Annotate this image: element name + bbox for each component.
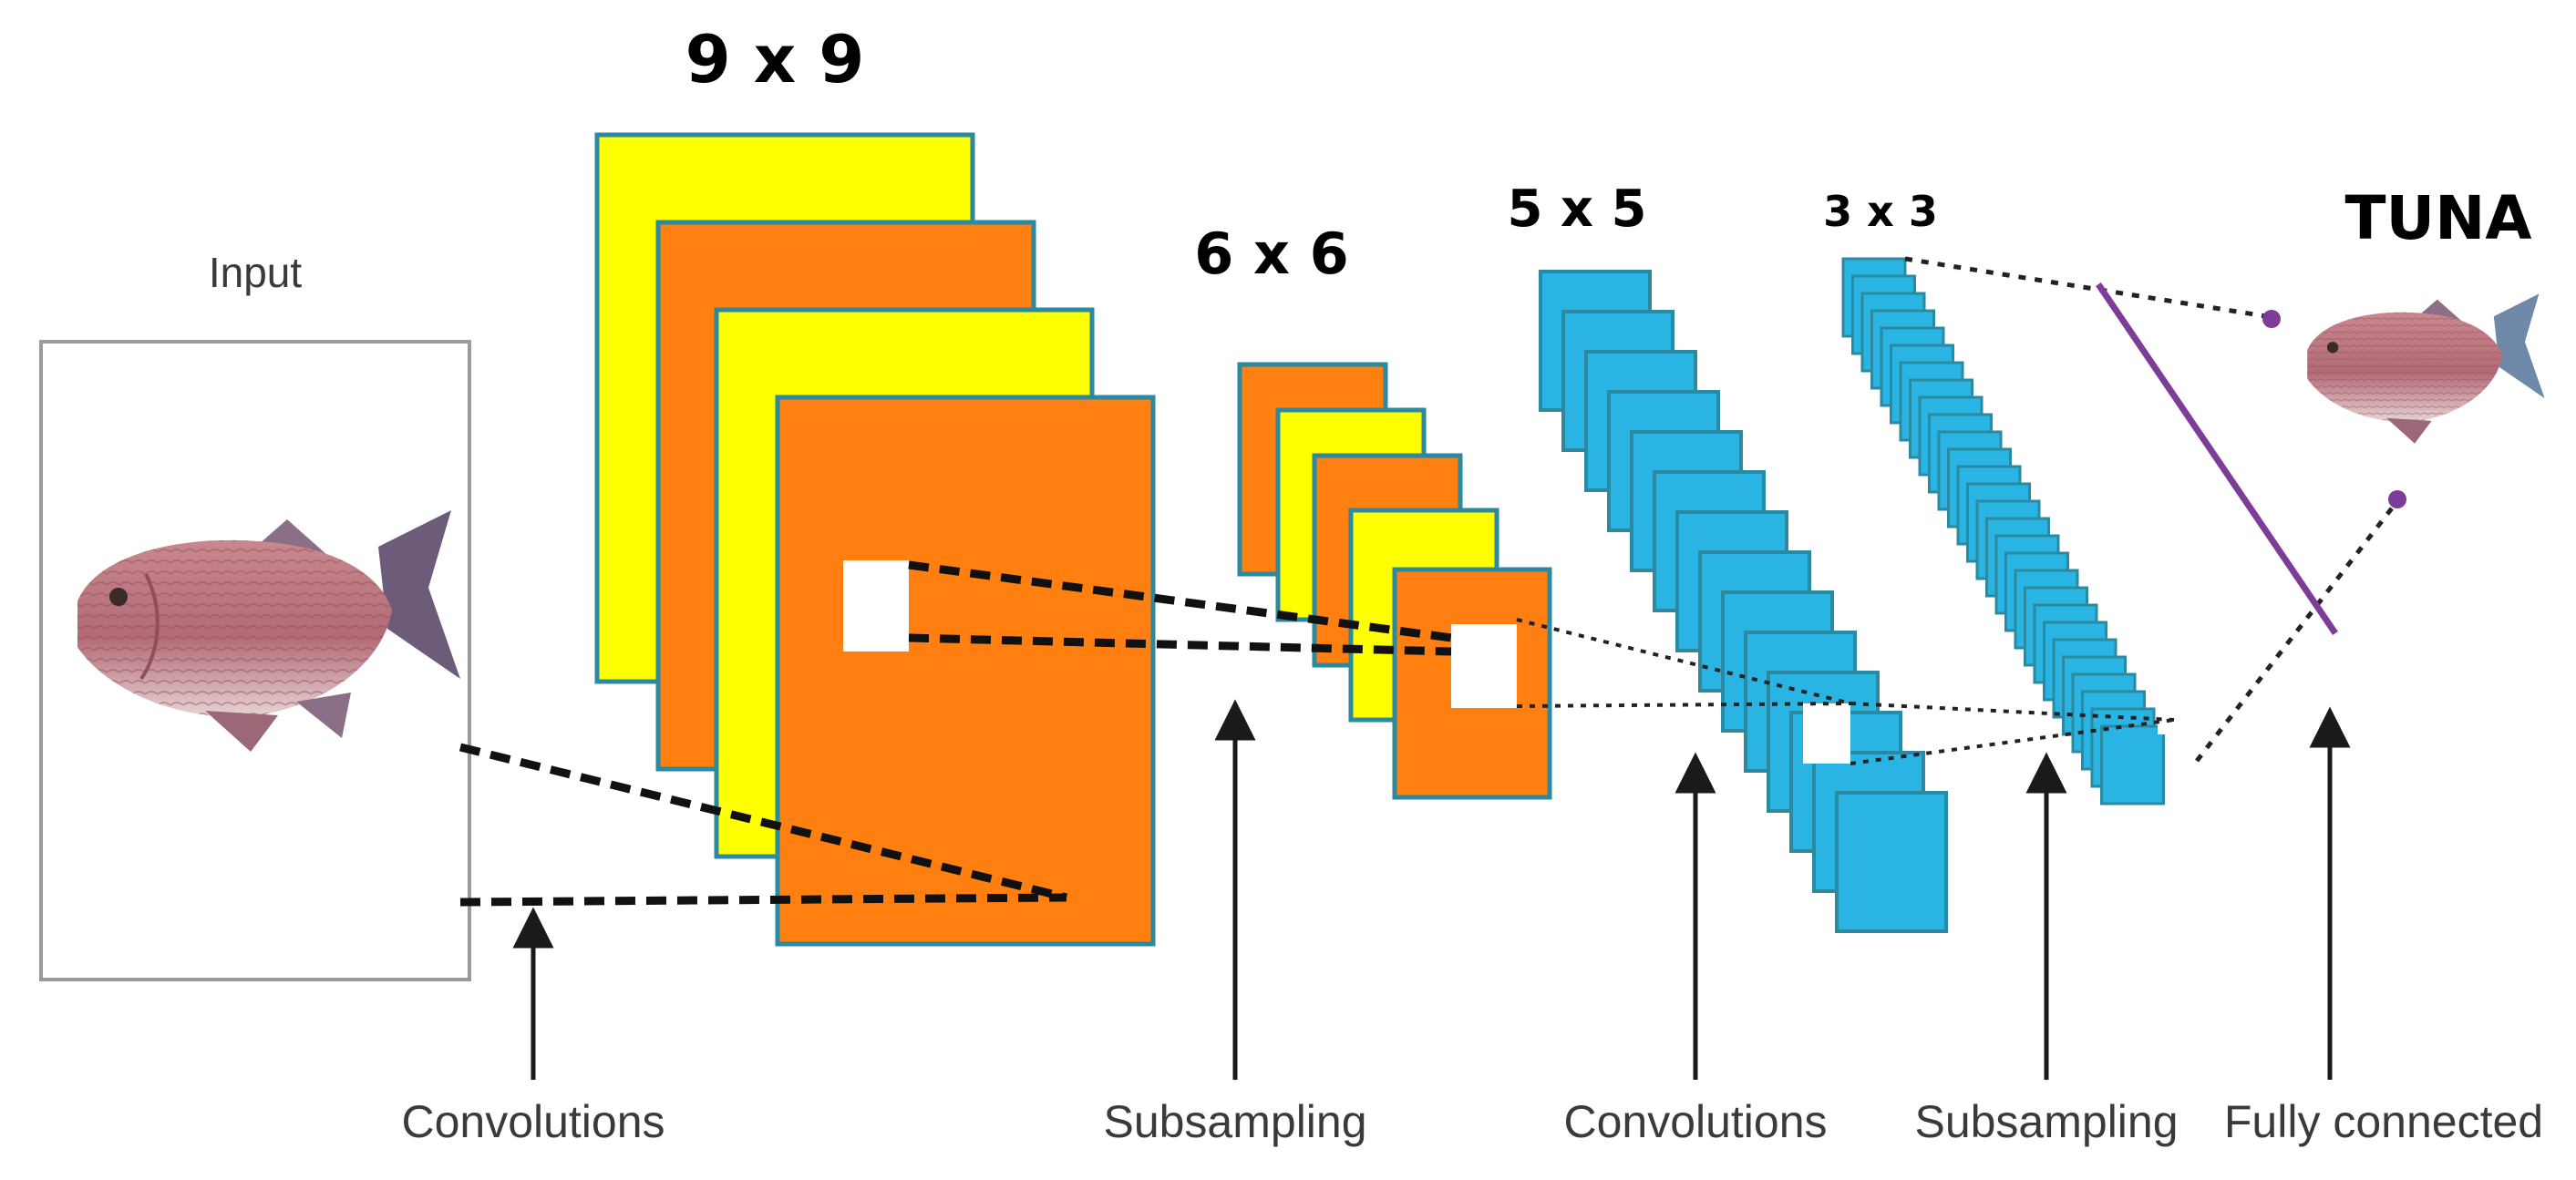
input-label: Input bbox=[209, 249, 303, 296]
projection-line bbox=[459, 893, 1067, 907]
output-label: TUNA bbox=[2345, 183, 2532, 253]
stage-label-convolutions: Convolutions bbox=[1563, 1096, 1827, 1147]
pool2-feature-maps bbox=[1841, 257, 2178, 805]
conv1-map-4 bbox=[775, 395, 1156, 947]
stage-label-fully-connected: Fully connected bbox=[2224, 1096, 2543, 1147]
conv2-size-label: 5 x 5 bbox=[1507, 180, 1646, 239]
projection-line bbox=[908, 633, 1452, 656]
fish-icon bbox=[2307, 293, 2545, 444]
stage-label-subsampling: Subsampling bbox=[1914, 1096, 2178, 1147]
conv1-receptive-window bbox=[843, 560, 909, 652]
stage-label-convolutions: Convolutions bbox=[401, 1096, 665, 1147]
projection-line bbox=[1850, 702, 2175, 722]
projection-line bbox=[1850, 718, 2175, 765]
pool2-receptive-window bbox=[2158, 711, 2178, 734]
projection-line bbox=[1516, 702, 1851, 708]
projection-line bbox=[1904, 256, 2272, 320]
pool1-receptive-window bbox=[1451, 624, 1517, 708]
pool2-size-label: 3 x 3 bbox=[1823, 187, 1938, 236]
pool1-size-label: 6 x 6 bbox=[1194, 221, 1348, 287]
output-node bbox=[2262, 310, 2281, 328]
output-node bbox=[2388, 490, 2406, 508]
pool2-map bbox=[2100, 724, 2165, 805]
conv2-receptive-window bbox=[1803, 703, 1850, 764]
projection-line bbox=[2195, 499, 2399, 763]
conv2-feature-maps bbox=[1539, 270, 1948, 933]
fc-separator-line bbox=[2096, 282, 2338, 635]
fish-icon bbox=[77, 510, 460, 752]
conv2-map bbox=[1835, 791, 1948, 933]
projection-line bbox=[459, 743, 1068, 902]
stage-label-subsampling: Subsampling bbox=[1103, 1096, 1366, 1147]
conv1-size-label: 9 x 9 bbox=[685, 21, 865, 97]
